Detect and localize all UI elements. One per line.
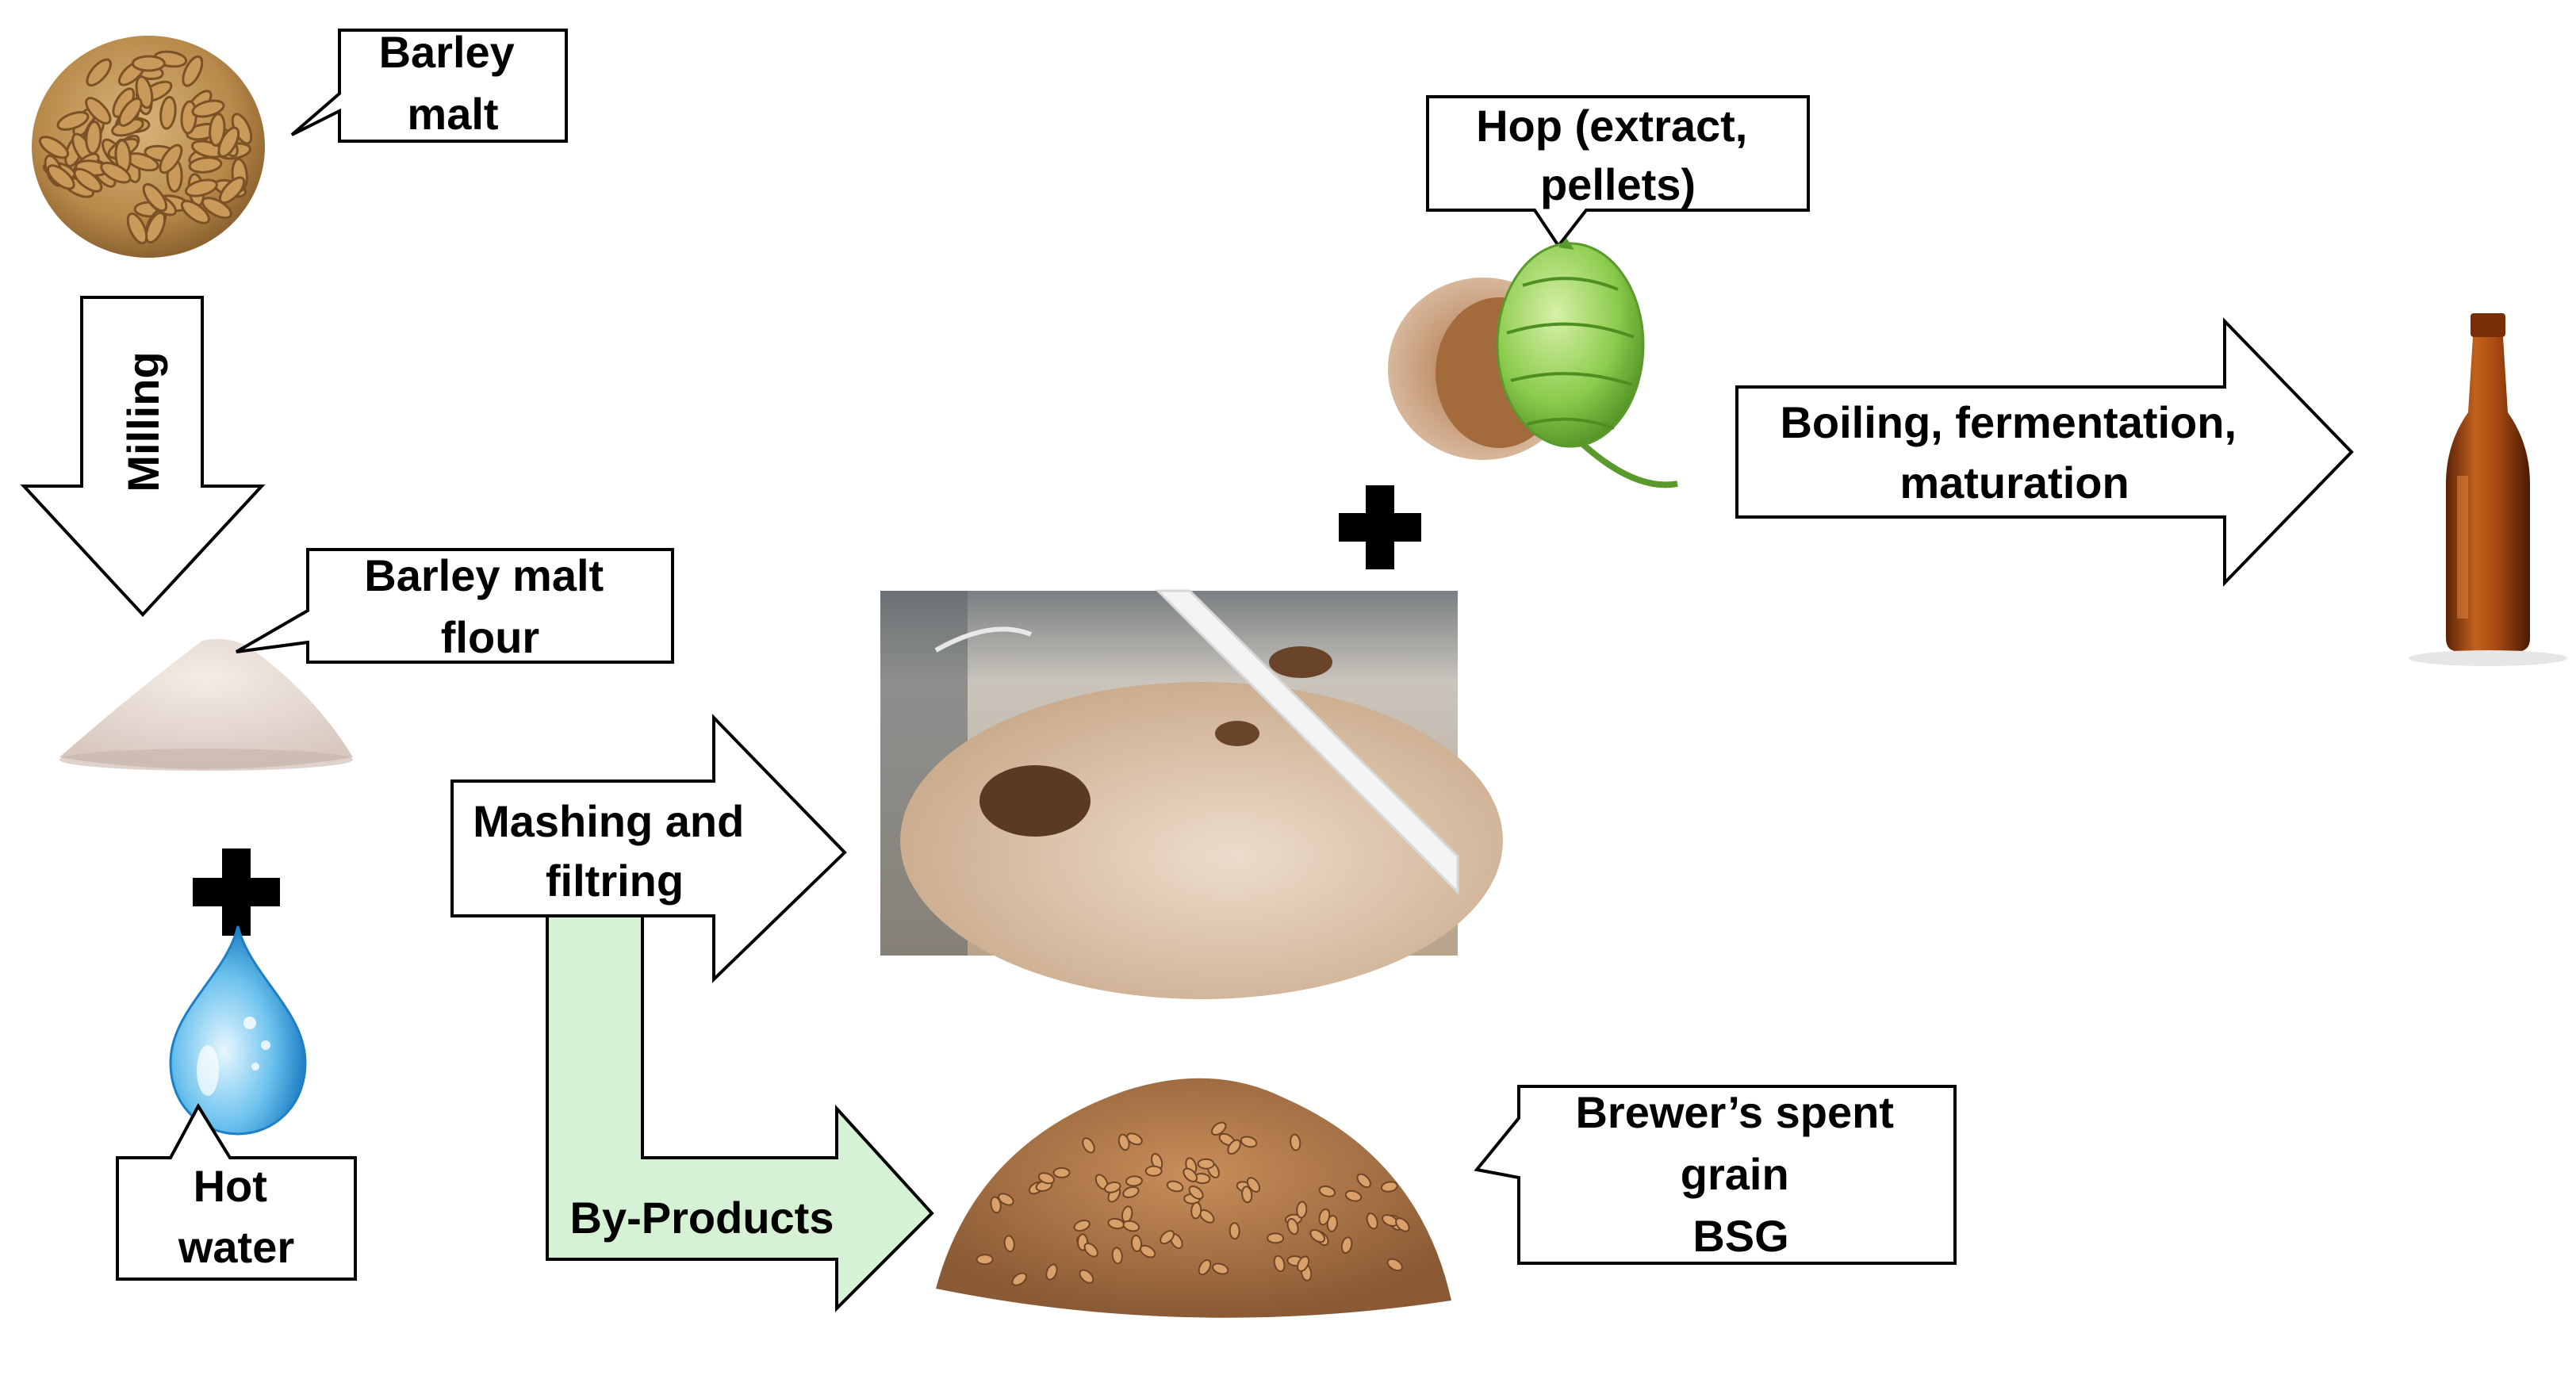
hot-water-label: Hot water: [178, 1161, 294, 1272]
hot-water-line-2: water: [178, 1222, 294, 1272]
hot-water-callout: Hot water: [116, 1102, 357, 1281]
bsg-callout: Brewer’s spent grain BSG: [1474, 1085, 1957, 1265]
hop-line-2: pellets): [1540, 159, 1696, 209]
by-products-arrow: By-Products: [546, 914, 934, 1312]
barley-malt-flour-line-2: flour: [441, 612, 539, 662]
barley-malt-line-1: Barley: [379, 27, 515, 77]
mashing-arrow: Mashing and filtring: [450, 714, 847, 983]
bsg-line-1: Brewer’s spent: [1575, 1087, 1894, 1137]
barley-malt-label: Barley malt: [379, 27, 527, 139]
plus-icon: [193, 848, 280, 936]
mash-pot-image: [880, 589, 1503, 999]
mashing-label: Mashing and filtring: [473, 796, 757, 906]
boiling-label: Boiling, fermentation, maturation: [1780, 397, 2248, 508]
beer-bottle-image: [2409, 313, 2567, 666]
hop-callout: Hop (extract, pellets): [1426, 95, 1810, 249]
by-products-label: By-Products: [570, 1193, 834, 1243]
hop-cone-image: [1388, 238, 1678, 488]
barley-malt-flour-label: Barley malt flour: [364, 550, 616, 662]
milling-arrow: Milling: [20, 296, 266, 617]
hot-water-line-1: Hot: [194, 1161, 267, 1211]
boiling-fermentation-arrow: Boiling, fermentation, maturation: [1735, 317, 2354, 587]
water-drop-image: [169, 925, 307, 1136]
plus-icon: [1339, 485, 1421, 569]
bsg-label: Brewer’s spent grain BSG: [1575, 1087, 1906, 1261]
barley-malt-line-2: malt: [407, 89, 498, 139]
mashing-line-1: Mashing and: [473, 796, 744, 846]
boiling-line-2: maturation: [1899, 458, 2129, 508]
boiling-line-1: Boiling, fermentation,: [1780, 397, 2237, 447]
barley-grain-pile-image: [32, 36, 265, 258]
hop-label: Hop (extract, pellets): [1476, 101, 1760, 209]
barley-malt-callout: Barley malt: [290, 27, 568, 143]
bsg-line-3: BSG: [1692, 1211, 1788, 1261]
flour-pile-image: [59, 638, 353, 771]
spent-grain-pile-image: [936, 1078, 1451, 1318]
barley-malt-flour-callout: Barley malt flour: [235, 548, 674, 664]
mashing-line-2: filtring: [546, 856, 684, 906]
hop-line-1: Hop (extract,: [1476, 101, 1747, 151]
barley-malt-flour-line-1: Barley malt: [364, 550, 604, 600]
milling-label: Milling: [118, 351, 168, 492]
bsg-line-2: grain: [1681, 1149, 1789, 1199]
